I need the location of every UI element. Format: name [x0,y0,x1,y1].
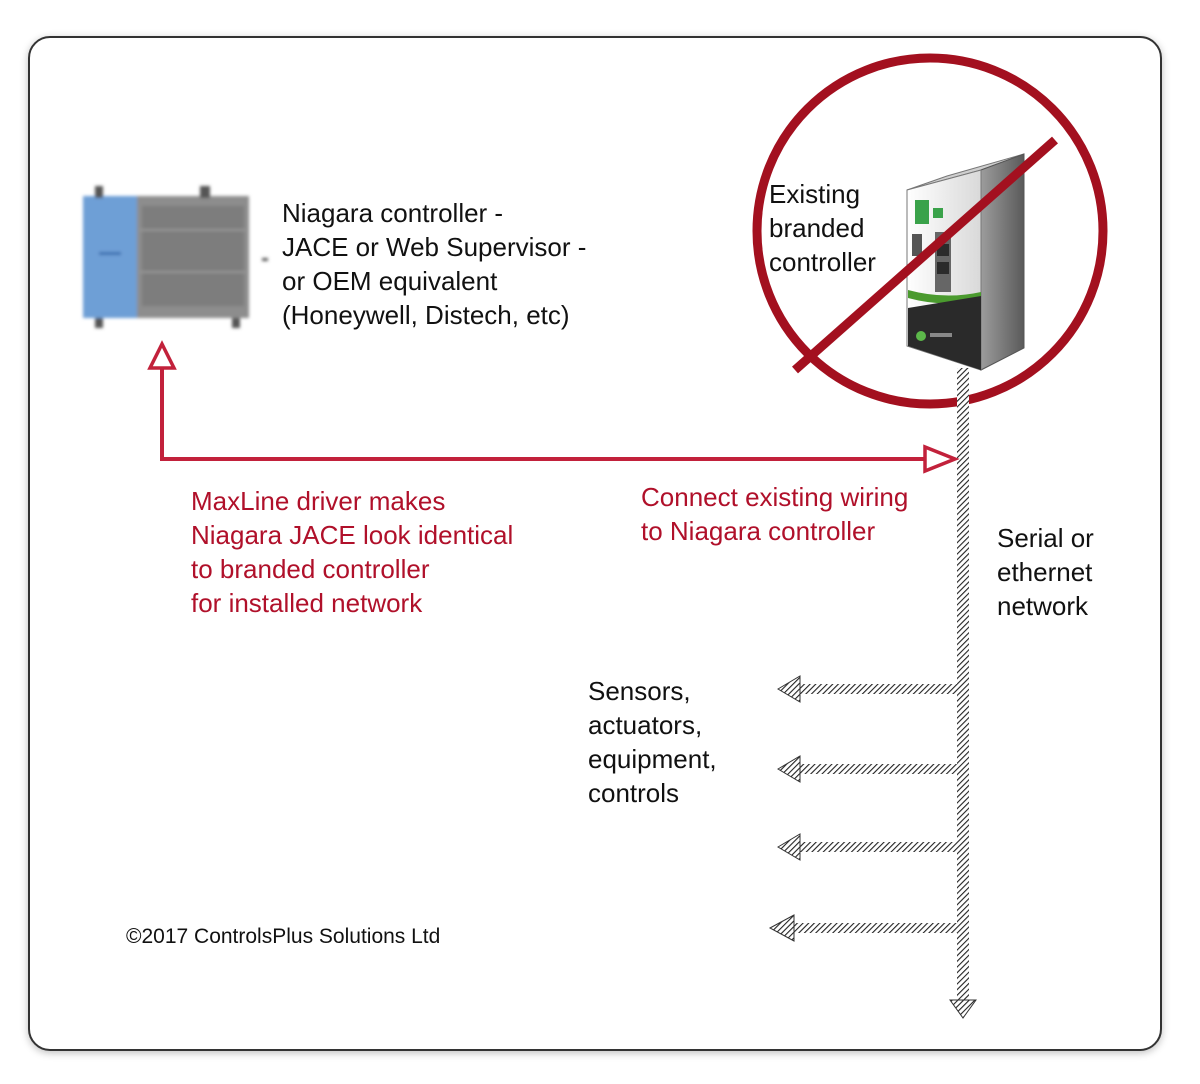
niagara-controller-label: Niagara controller - JACE or Web Supervi… [282,198,587,330]
prohibition-sign-icon [752,53,1108,409]
niagara-controller-image [83,186,268,328]
field-device-arrows [768,675,958,942]
network-type-label: Serial or ethernet network [997,523,1094,621]
signal-arrow-icon [777,675,958,703]
field-devices-label: Sensors, actuators, equipment, controls [588,676,717,808]
signal-arrow-icon [777,755,958,783]
maxline-driver-label: MaxLine driver makes Niagara JACE look i… [191,486,514,618]
wiring-bus [949,368,977,1019]
copyright-notice: ©2017 ControlsPlus Solutions Ltd [126,925,441,948]
connection-arrow [147,340,960,474]
connect-wiring-label: Connect existing wiring to Niagara contr… [641,482,909,546]
signal-arrow-icon [768,914,958,942]
existing-controller-label: Existing branded controller [769,179,876,277]
signal-arrow-icon [777,833,958,861]
